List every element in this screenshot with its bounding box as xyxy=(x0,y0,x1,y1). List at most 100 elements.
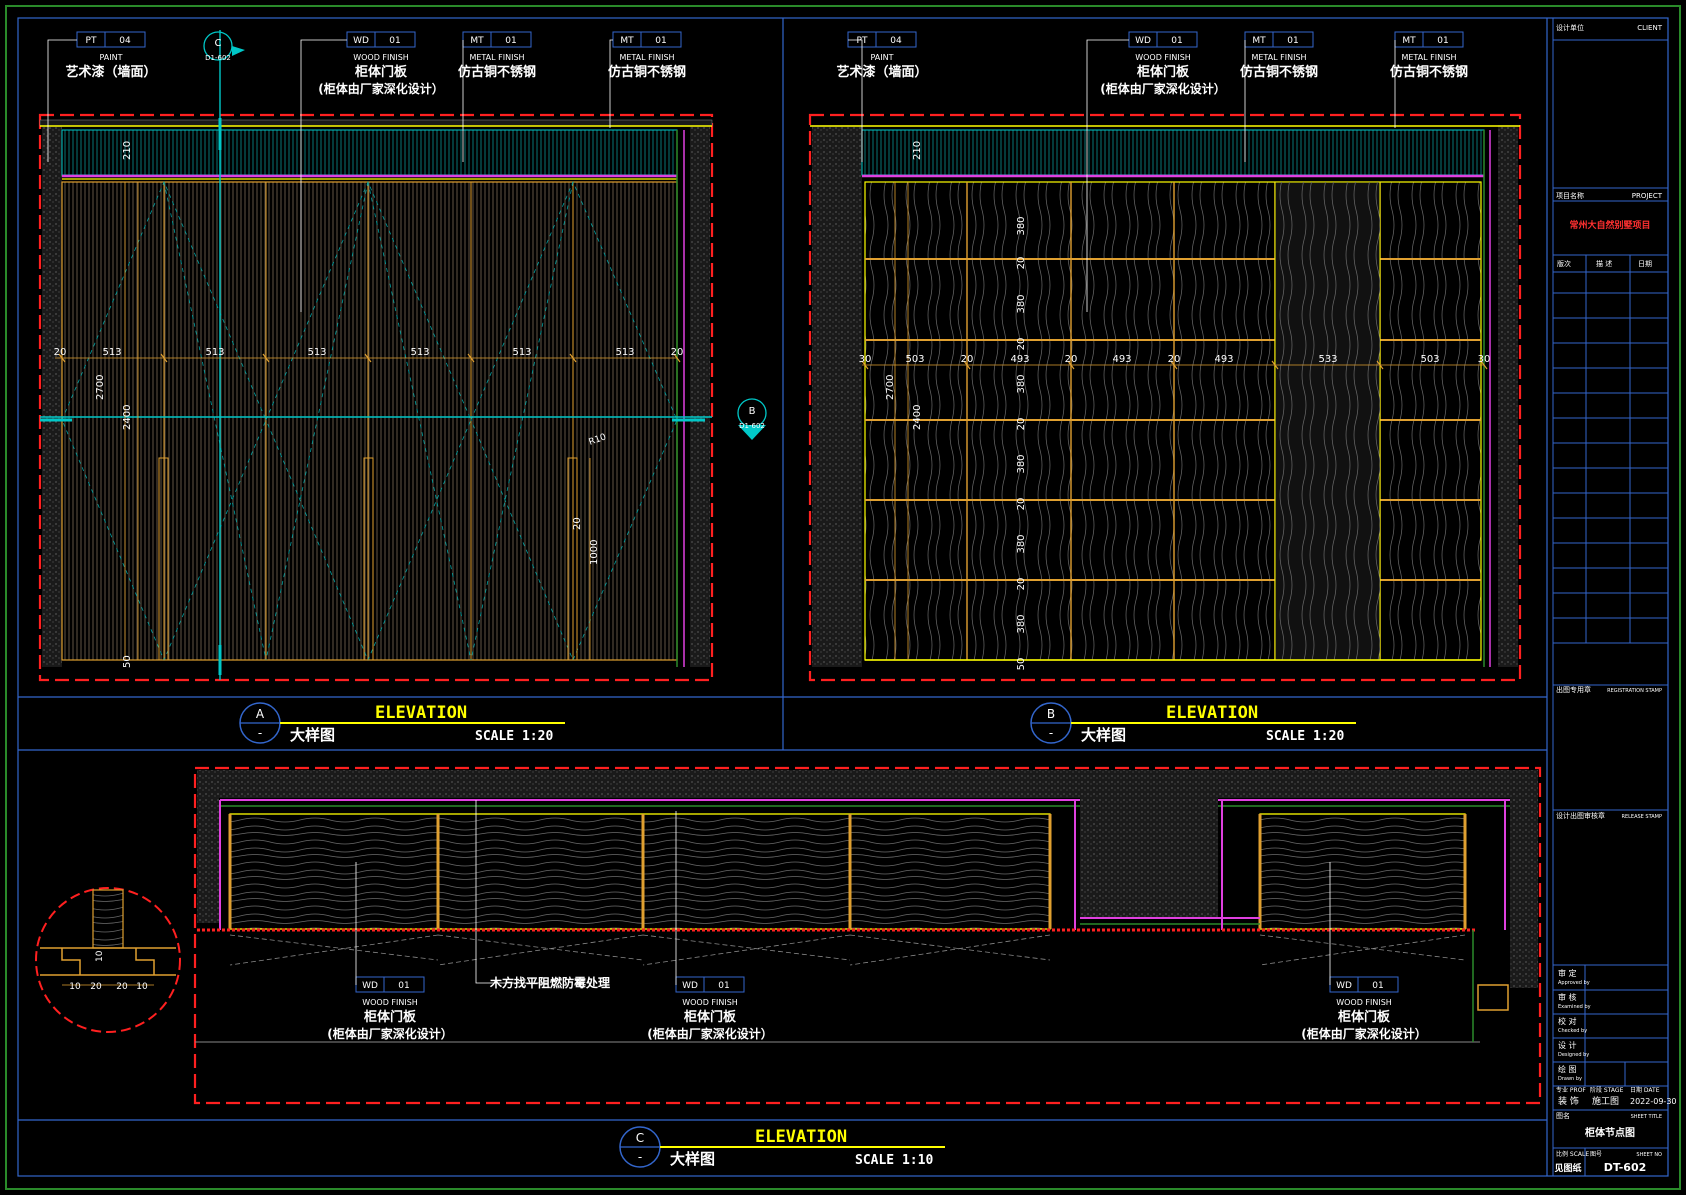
title-block-text: 绘 图 xyxy=(1558,1064,1577,1074)
material-en: METAL FINISH xyxy=(469,53,524,62)
dimension-a-vertical: 50 xyxy=(122,655,133,668)
elevation-c-view[interactable] xyxy=(35,766,1542,1105)
material-en: METAL FINISH xyxy=(1401,53,1456,62)
material-number: 01 xyxy=(398,981,409,991)
view-title-scale: SCALE 1:20 xyxy=(1266,729,1344,744)
dimension-b-shelf: 380 xyxy=(1016,614,1027,633)
tag-number-box xyxy=(1422,31,1464,48)
material-number: 04 xyxy=(890,36,902,46)
material-zh: 柜体门板 xyxy=(1337,1009,1391,1025)
material-number: 01 xyxy=(389,36,400,46)
elevation-b-cut-boundary xyxy=(808,113,1522,682)
title-block-text: 审 定 xyxy=(1558,968,1577,978)
title-block-text: SHEET TITLE xyxy=(1631,1114,1662,1120)
tag-leader xyxy=(300,39,347,312)
material-zh: 柜体门板 xyxy=(354,64,408,80)
section-c-letter: C xyxy=(215,38,222,49)
material-zh: 仿古铜不锈钢 xyxy=(608,64,686,80)
title-block-text: Examined by xyxy=(1558,1004,1591,1010)
view-title-name: ELEVATION xyxy=(755,1127,847,1147)
tag-number-box xyxy=(383,976,425,993)
title-block-text: RELEASE STAMP xyxy=(1621,814,1662,820)
title-block-text: 阶段 STAGE xyxy=(1590,1086,1624,1094)
material-zh: 柜体门板 xyxy=(363,1009,417,1025)
elevation-c-cut-boundary xyxy=(193,766,1542,1105)
view-title-letter: C xyxy=(636,1131,644,1145)
detail-callout-circle xyxy=(35,887,181,1033)
dimension-a-vertical: 1000 xyxy=(589,540,600,565)
title-block-text: SHEET NO xyxy=(1636,1152,1662,1158)
title-block-text: 设计出图审核章 xyxy=(1556,811,1605,820)
dimension-b-shelf: 20 xyxy=(1016,578,1027,591)
view-title-sub: 大样图 xyxy=(290,726,335,744)
tag-number-box xyxy=(1272,31,1314,48)
dimension-b-shelf: 380 xyxy=(1016,294,1027,313)
material-en: WOOD FINISH xyxy=(1336,998,1392,1007)
section-arrow-c xyxy=(232,46,245,56)
dimension-b-horizontal: 20 xyxy=(1168,354,1181,365)
detail-dimension: 10 xyxy=(69,982,81,992)
material-en: METAL FINISH xyxy=(619,53,674,62)
elevation-a-cut-boundary xyxy=(38,113,714,682)
material-number: 01 xyxy=(1287,36,1298,46)
tag-number-box xyxy=(1156,31,1198,48)
material-zh: 柜体门板 xyxy=(683,1009,737,1025)
section-b-letter: B xyxy=(749,406,756,417)
tag-leader xyxy=(609,39,613,128)
title-block-text: 装 饰 xyxy=(1558,1095,1579,1107)
title-block-text: 校 对 xyxy=(1558,1016,1577,1026)
view-title-sub: 大样图 xyxy=(1081,726,1126,744)
dimension-b-shelf: 380 xyxy=(1016,534,1027,553)
dimension-b-horizontal: 30 xyxy=(1478,354,1491,365)
material-code: MT xyxy=(1252,36,1266,46)
dimension-a-vertical: 210 xyxy=(122,141,133,160)
view-title-name: ELEVATION xyxy=(1166,703,1258,723)
view-title-dash: - xyxy=(1049,726,1053,740)
view-title-sub: 大样图 xyxy=(670,1150,715,1168)
dimension-a-horizontal: 20 xyxy=(671,347,684,358)
material-code: MT xyxy=(470,36,484,46)
dimension-b-horizontal: 20 xyxy=(1065,354,1078,365)
tag-leader xyxy=(47,39,77,162)
tag-number-box xyxy=(640,31,682,48)
material-code: PT xyxy=(86,36,97,46)
material-en: PAINT xyxy=(99,53,122,62)
dimension-b-shelf: 380 xyxy=(1016,454,1027,473)
title-block-text: Drawn by xyxy=(1558,1076,1582,1082)
dimension-a-horizontal: 513 xyxy=(410,347,429,358)
material-number: 01 xyxy=(1372,981,1383,991)
title-block-text: 图名 xyxy=(1556,1111,1570,1120)
tag-number-box xyxy=(1357,976,1399,993)
material-zh-note: (柜体由厂家深化设计） xyxy=(1100,81,1226,96)
material-number: 01 xyxy=(1437,36,1448,46)
cabinet-plan-right xyxy=(1259,813,1466,930)
dimension-b-shelf: 20 xyxy=(1016,498,1027,511)
detail-dimension: 20 xyxy=(90,982,102,992)
material-zh-note: (柜体由厂家深化设计） xyxy=(647,1026,773,1041)
material-zh-note: (柜体由厂家深化设计） xyxy=(1301,1026,1427,1041)
material-zh: 仿古铜不锈钢 xyxy=(1390,64,1468,80)
material-code: MT xyxy=(620,36,634,46)
dimension-a-vertical: 2400 xyxy=(122,405,133,430)
dimension-b-shelf: 20 xyxy=(1016,338,1027,351)
title-block-text: 审 核 xyxy=(1558,992,1577,1002)
dimension-b-horizontal: 503 xyxy=(905,354,924,365)
sheet-number: DT-602 xyxy=(1604,1161,1647,1174)
material-number: 04 xyxy=(119,36,131,46)
material-code: WD xyxy=(353,36,369,46)
elevation-a-view[interactable] xyxy=(38,30,714,682)
dimension-b-horizontal: 533 xyxy=(1318,354,1337,365)
view-title-letter: A xyxy=(256,707,265,721)
dimension-a-horizontal: 513 xyxy=(512,347,531,358)
elevation-b-view[interactable] xyxy=(808,113,1522,682)
dimension-b-horizontal: 20 xyxy=(961,354,974,365)
sheet-frame xyxy=(5,5,1681,1190)
title-block-text: Designed by xyxy=(1558,1052,1589,1058)
view-title-name: ELEVATION xyxy=(375,703,467,723)
material-number: 01 xyxy=(655,36,666,46)
construction-note: 木方找平阻燃防霉处理 xyxy=(489,975,610,990)
material-code: WD xyxy=(1135,36,1151,46)
dimension-b-vertical: 2400 xyxy=(912,405,923,430)
material-zh-note: (柜体由厂家深化设计） xyxy=(327,1026,453,1041)
